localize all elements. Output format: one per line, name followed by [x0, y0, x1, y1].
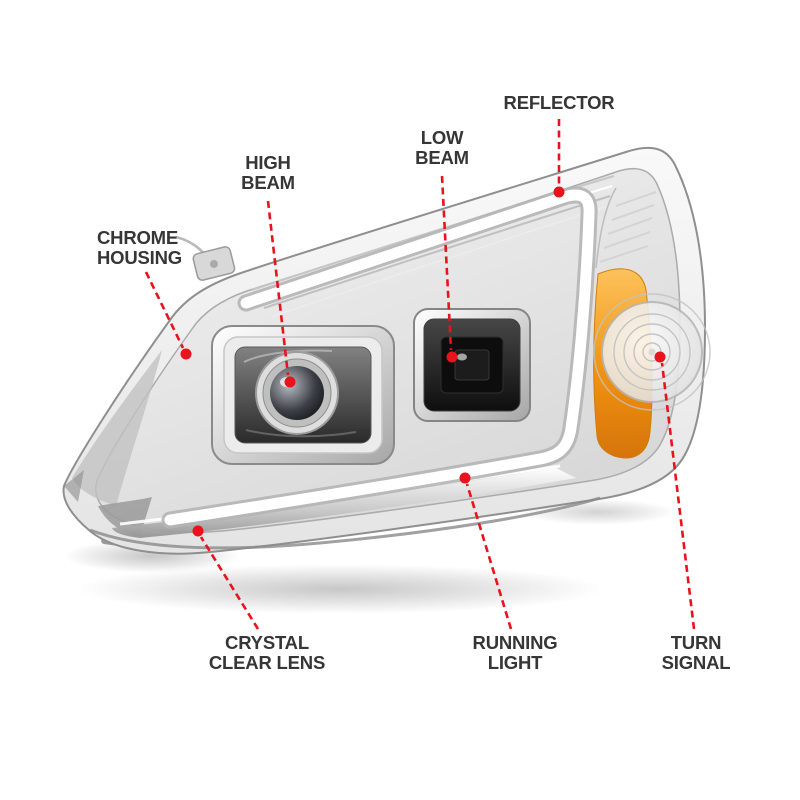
callout-chrome-housing: CHROME HOUSING — [97, 227, 207, 269]
tip-notch — [64, 470, 84, 502]
leader-chrome-housing — [144, 271, 185, 349]
callout-turn-signal: TURN SIGNAL — [650, 632, 742, 674]
leader-running-light — [465, 483, 513, 630]
high-beam-projector — [211, 325, 395, 465]
reflector-panel-edge — [595, 187, 617, 269]
callout-turn-signal-line2: SIGNAL — [661, 652, 731, 674]
light-bar — [161, 186, 598, 529]
turn-signal-outer-ring — [593, 293, 711, 411]
callout-running-light-line1: RUNNING — [472, 632, 558, 653]
marker-dot-running-light — [459, 472, 471, 484]
callout-running-light: RUNNING LIGHT — [463, 632, 567, 674]
leader-crystal-clear-lens — [199, 536, 260, 630]
callout-low-beam-line2: BEAM — [415, 147, 469, 169]
callout-crystal-clear-lens-line1: CRYSTAL — [225, 632, 309, 653]
marker-dot-low-beam — [446, 351, 458, 363]
callout-reflector: REFLECTOR — [497, 92, 621, 113]
callout-low-beam: LOW BEAM — [402, 127, 482, 169]
fresnel-center — [648, 348, 656, 356]
leader-lines — [144, 119, 696, 630]
light-bar-tube — [164, 189, 595, 526]
marker-dot-crystal-clear-lens — [192, 525, 204, 537]
marker-dot-high-beam — [284, 376, 296, 388]
low-beam-projector — [413, 308, 531, 422]
callout-high-beam-line2: BEAM — [241, 172, 295, 194]
leader-high-beam — [266, 200, 290, 376]
callout-running-light-line2: LIGHT — [487, 652, 543, 674]
callout-turn-signal-line1: TURN — [670, 632, 722, 653]
marker-dot-chrome-housing — [180, 348, 192, 360]
leader-turn-signal — [660, 362, 696, 630]
leader-low-beam — [440, 175, 453, 351]
callout-crystal-clear-lens-line2: CLEAR LENS — [208, 652, 326, 674]
high-beam-lens — [270, 366, 324, 420]
callout-low-beam-line1: LOW — [420, 127, 464, 148]
reflector-hatch-texture — [599, 191, 657, 263]
marker-dot-reflector — [553, 186, 565, 198]
callout-chrome-housing-line2: HOUSING — [97, 247, 182, 269]
callout-high-beam-line1: HIGH — [245, 152, 291, 173]
callout-crystal-clear-lens: CRYSTAL CLEAR LENS — [203, 632, 331, 674]
callout-reflector-line1: REFLECTOR — [503, 92, 615, 113]
turn-signal-assembly — [593, 187, 711, 459]
callout-chrome-housing-line1: CHROME — [97, 227, 179, 248]
left-tip-shading — [72, 350, 162, 506]
marker-dot-turn-signal — [654, 351, 666, 363]
fresnel-rings — [613, 313, 691, 391]
callout-high-beam: HIGH BEAM — [228, 152, 308, 194]
